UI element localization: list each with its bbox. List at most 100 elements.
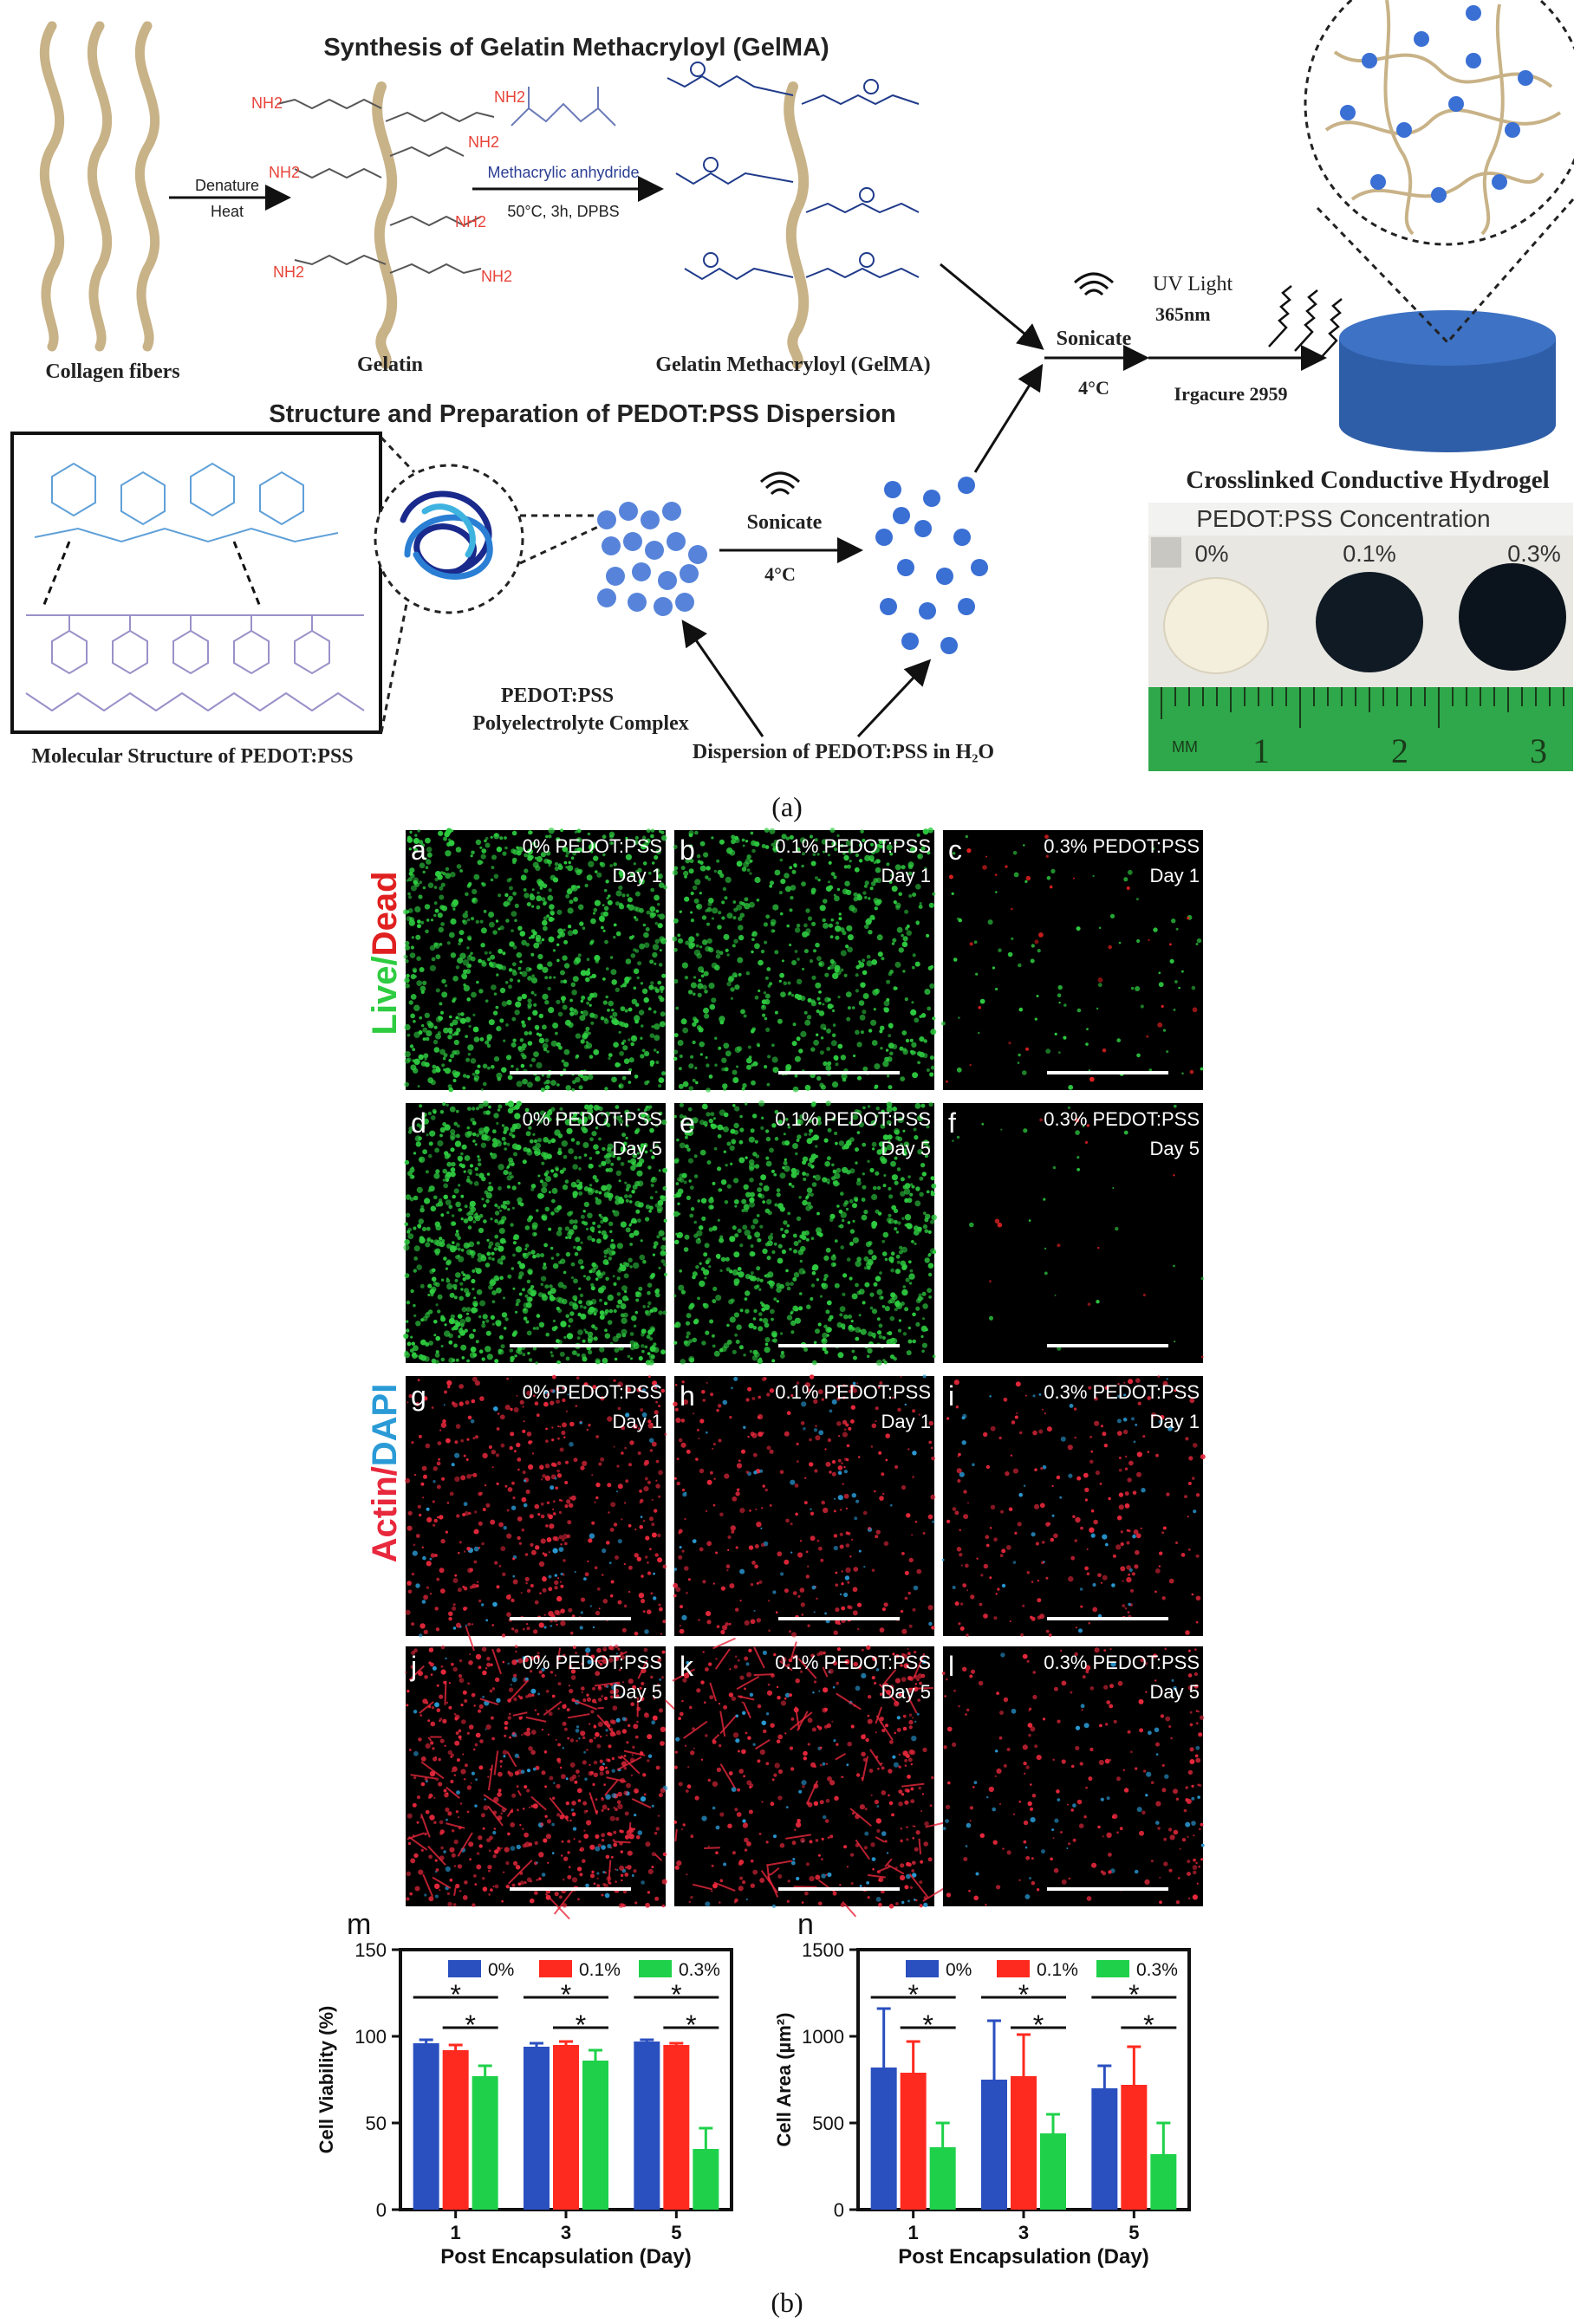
denature-label: Denature (195, 177, 259, 194)
cell-signal (403, 828, 667, 1093)
uv-light-label: UV Light (1153, 273, 1233, 295)
chart-letter: m (347, 1908, 371, 1941)
gelatin-strand (372, 81, 398, 369)
bar (553, 2045, 579, 2210)
cell-signal (952, 1104, 1205, 1359)
zoom-line (1316, 206, 1449, 344)
actin-label: Actin (366, 1476, 404, 1562)
significance-marker: * (576, 2009, 586, 2041)
micrograph-concentration: 0.3% PEDOT:PSS (1044, 1108, 1200, 1130)
micrograph-concentration: 0.1% PEDOT:PSS (775, 1381, 931, 1403)
bar (413, 2043, 439, 2210)
collagen-label: Collagen fibers (45, 360, 179, 383)
complex-arrow (681, 620, 764, 737)
cell-signal (673, 1100, 937, 1366)
bar (1040, 2133, 1066, 2210)
cell-signal (403, 1100, 667, 1366)
significance-marker: * (671, 1979, 681, 2010)
complex-label-line2: Polyelectrolyte Complex (472, 712, 688, 735)
dispersion-label: Dispersion of PEDOT:PSS in H₂O (693, 741, 994, 763)
nh2-label: NH2 (273, 263, 304, 281)
micrograph-letter: d (411, 1107, 426, 1139)
micrograph-concentration: 0% PEDOT:PSS (523, 1108, 662, 1130)
sonicate-icon (1073, 272, 1115, 296)
x-axis-label: Post Encapsulation (Day) (440, 2245, 691, 2269)
x-tick-label: 3 (561, 2222, 571, 2243)
complex-label-line1: PEDOT:PSS (501, 685, 614, 707)
bar (1011, 2076, 1037, 2210)
cell-signal (940, 834, 1204, 1090)
methacrylic-label: Methacrylic anhydride (487, 164, 639, 181)
pedot-title: Structure and Preparation of PEDOT:PSS D… (269, 400, 896, 428)
gelatin-side-chains (276, 98, 495, 275)
methacrylic-anhydride-structure (511, 87, 616, 127)
heat-label: Heat (211, 203, 244, 220)
x-tick-label: 5 (1128, 2222, 1139, 2243)
hydrogel-cylinder (1339, 310, 1556, 452)
legend-swatch (539, 1960, 572, 1977)
collagen-fibers-illustration (39, 21, 160, 352)
micrograph-concentration: 0.3% PEDOT:PSS (1044, 1652, 1200, 1673)
x-axis-label: Post Encapsulation (Day) (898, 2245, 1148, 2269)
y-tick-label: 500 (812, 2113, 844, 2134)
gelatin-label: Gelatin (357, 354, 423, 376)
panel-a-schematic: Synthesis of Gelatin Methacryloyl (GelMA… (10, 0, 1574, 822)
micrograph-day: Day 1 (1150, 1411, 1200, 1432)
cell-signal (405, 1626, 693, 1920)
cell-signal (941, 1375, 1206, 1637)
zoom-line (519, 525, 599, 565)
photo-title: PEDOT:PSS Concentration (1196, 505, 1490, 532)
cell-signal (405, 1374, 667, 1638)
legend-label: 0% (946, 1960, 972, 1980)
micrograph-day: Day 1 (613, 1411, 662, 1432)
ruler-number-1: 1 (1252, 731, 1270, 770)
hydrogel-samples-photo: PEDOT:PSS Concentration 0% 0.1% 0.3% (1148, 503, 1573, 771)
legend-label: 0.3% (1136, 1960, 1178, 1980)
hydrogel-sample-01 (1316, 572, 1423, 672)
micrograph-day: Day 1 (881, 1411, 931, 1432)
micrograph-concentration: 0.3% PEDOT:PSS (1044, 835, 1200, 857)
x-tick-label: 1 (451, 2222, 461, 2243)
significance-marker: * (922, 2009, 933, 2041)
significance-marker: * (561, 1979, 571, 2010)
ruler-number-2: 2 (1391, 731, 1408, 770)
significance-marker: * (465, 2009, 475, 2041)
uv-light-waves-icon (1268, 285, 1343, 360)
legend-swatch (906, 1960, 939, 1977)
dapi-label: DAPI (366, 1384, 404, 1467)
legend-label: 0% (488, 1960, 514, 1980)
photo-label-01: 0.1% (1343, 541, 1396, 567)
dispersed-particles (875, 477, 988, 654)
micrograph-concentration: 0.1% PEDOT:PSS (775, 1652, 931, 1673)
ruler-unit: MM (1172, 738, 1198, 756)
bar (442, 2050, 469, 2210)
y-axis-label: Cell Viability (%) (315, 2006, 337, 2154)
bar (900, 2073, 927, 2210)
micrograph-letter: g (411, 1380, 426, 1412)
significance-marker: * (1128, 1979, 1139, 2010)
y-tick-label: 0 (834, 2199, 844, 2221)
significance-marker: * (1143, 2009, 1154, 2041)
hydrogel-sample-03 (1459, 563, 1566, 671)
micrograph-letter: k (680, 1651, 694, 1682)
significance-marker: * (686, 2009, 696, 2041)
legend-label: 0.1% (1037, 1960, 1078, 1980)
y-tick-label: 150 (354, 1939, 387, 1961)
conditions-label: 50°C, 3h, DPBS (507, 203, 619, 220)
micrograph-letter: i (948, 1380, 954, 1412)
nh2-label: NH2 (494, 88, 525, 106)
dead-label: Dead (366, 872, 404, 957)
micrograph-day: Day 5 (881, 1138, 931, 1159)
x-tick-label: 1 (908, 2222, 919, 2243)
micrograph-concentration: 0% PEDOT:PSS (523, 835, 662, 857)
micrograph-letter: l (948, 1651, 954, 1682)
